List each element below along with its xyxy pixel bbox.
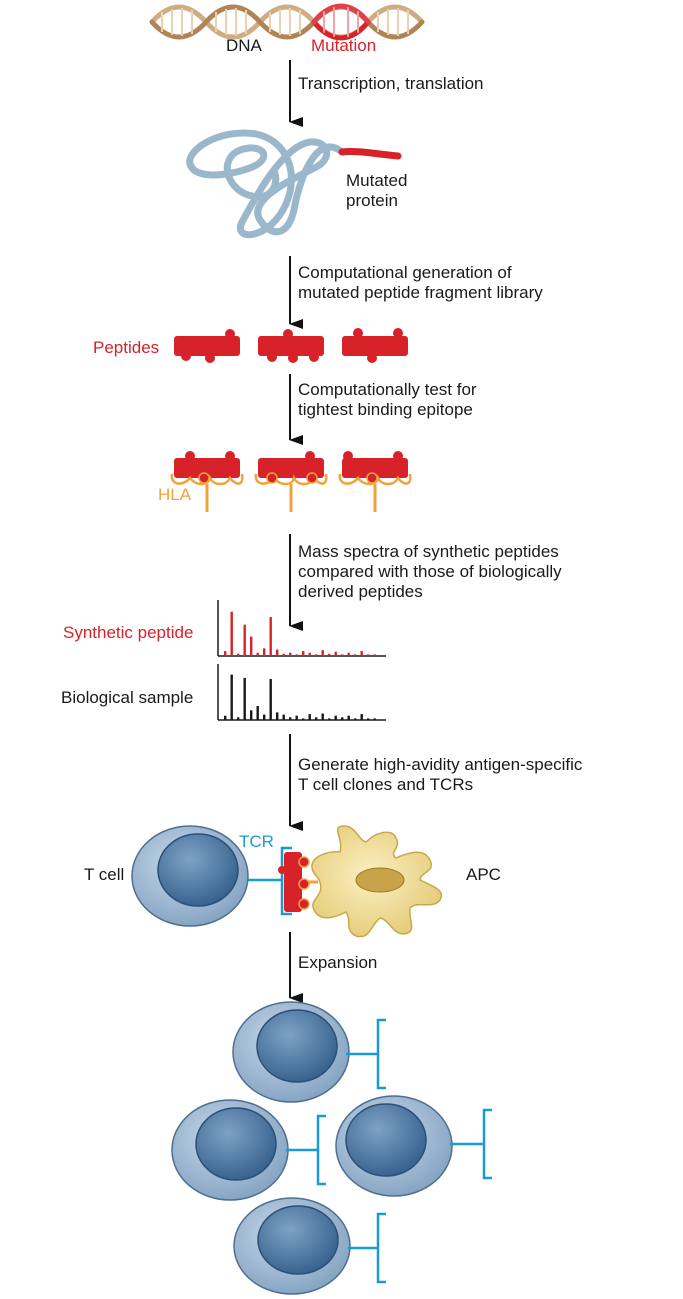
synthetic-spectrum-bar [347, 652, 350, 656]
biological-sample-label: Biological sample [61, 688, 194, 707]
synthetic-spectrum-bar [354, 654, 357, 656]
synthetic-spectrum-bar [269, 617, 272, 656]
synthetic-spectrum-bar [224, 651, 227, 656]
peptides-row [174, 328, 408, 363]
tcr-label: TCR [239, 832, 274, 851]
biological-spectrum-bar [302, 718, 305, 720]
expanded-t-cell-3 [335, 1095, 492, 1197]
biological-spectrum-bar [360, 714, 363, 720]
biological-spectrum-bar [328, 718, 331, 720]
t-cell-icon [131, 825, 249, 927]
biological-spectrum-bar [250, 710, 253, 720]
biological-spectrum-bar [289, 717, 292, 720]
synthetic-spectrum-bar [360, 651, 363, 656]
step-computational-1: Computational generation of [298, 263, 512, 282]
step-test-2: tightest binding epitope [298, 400, 473, 419]
synthetic-spectrum-chart [217, 600, 386, 657]
peptide-2 [258, 329, 324, 363]
step-mass-1: Mass spectra of synthetic peptides [298, 542, 559, 561]
mutation-label: Mutation [311, 36, 377, 55]
synthetic-spectrum-bar [328, 653, 331, 656]
peptides-label: Peptides [93, 338, 160, 357]
biological-spectrum-bar [373, 718, 376, 720]
apc-cell-icon [311, 825, 443, 938]
synthetic-spectrum-bar [256, 652, 259, 656]
step-transcription: Transcription, translation [298, 74, 484, 93]
peptide-hla-on-apc [278, 852, 318, 912]
step-expansion: Expansion [298, 953, 378, 972]
synthetic-spectrum-bar [308, 652, 311, 656]
biological-spectrum-bar [237, 717, 240, 720]
synthetic-spectrum-bar [373, 654, 376, 656]
synthetic-spectrum-bar [289, 652, 292, 656]
tcr-receptor [248, 846, 292, 916]
peptide-1 [174, 329, 240, 363]
hla-complex-3 [338, 451, 412, 512]
synthetic-spectrum-bar [282, 653, 285, 656]
biological-spectrum-bar [282, 714, 285, 720]
expanded-t-cell-1 [232, 1001, 386, 1103]
step-mass-2: compared with those of biologically [298, 562, 562, 581]
expanded-t-cell-4 [233, 1197, 386, 1295]
biological-spectrum-bar [315, 717, 318, 720]
synthetic-spectrum-bar [367, 654, 370, 656]
step-generate-1: Generate high-avidity antigen-specific [298, 755, 583, 774]
biological-spectrum-bar [308, 714, 311, 720]
dna-label: DNA [226, 36, 262, 55]
biological-spectrum-bar [263, 714, 266, 720]
hla-complexes [170, 451, 412, 512]
synthetic-spectrum-bar [321, 650, 324, 656]
biological-spectrum-bar [347, 715, 350, 720]
biological-spectrum-bar [321, 713, 324, 720]
hla-label: HLA [158, 485, 192, 504]
step-test-1: Computationally test for [298, 380, 477, 399]
synthetic-spectrum-bar [237, 653, 240, 656]
synthetic-peptide-label: Synthetic peptide [63, 623, 194, 642]
synthetic-spectrum-bar [230, 611, 233, 656]
synthetic-spectrum-bar [243, 624, 246, 656]
mutated-protein-label-2: protein [346, 191, 398, 210]
biological-spectrum-chart [217, 664, 386, 721]
mutated-protein-icon [186, 129, 402, 239]
mutation-segment [311, 3, 371, 41]
t-cell-label: T cell [84, 865, 125, 884]
hla-complex-1 [170, 451, 244, 512]
synthetic-spectrum-bar [263, 648, 266, 656]
apc-label: APC [466, 865, 501, 884]
synthetic-spectrum-bar [315, 654, 318, 656]
synthetic-spectrum-bar [276, 649, 279, 656]
biological-spectrum-bar [243, 677, 246, 720]
synthetic-spectrum-bar [302, 651, 305, 656]
biological-spectrum-bar [354, 718, 357, 720]
expanded-t-cell-2 [171, 1099, 326, 1201]
synthetic-spectrum-bar [334, 651, 337, 656]
step-generate-2: T cell clones and TCRs [298, 775, 474, 794]
biological-spectrum-bar [334, 715, 337, 720]
biological-spectrum-bar [341, 717, 344, 720]
dna-helix-icon [149, 3, 425, 41]
synthetic-spectrum-bar [341, 654, 344, 656]
biological-spectrum-bar [367, 718, 370, 720]
biological-spectrum-bar [256, 706, 259, 720]
peptide-3 [342, 328, 408, 363]
biological-spectrum-bar [295, 715, 298, 720]
step-mass-3: derived peptides [298, 582, 423, 601]
biological-spectrum-bar [230, 674, 233, 720]
step-computational-2: mutated peptide fragment library [298, 283, 543, 302]
biological-spectrum-bar [269, 679, 272, 720]
biological-spectrum-bar [224, 715, 227, 720]
hla-complex-2 [254, 451, 328, 512]
synthetic-spectrum-bar [295, 654, 298, 656]
mutated-protein-label-1: Mutated [346, 171, 408, 190]
biological-spectrum-bar [276, 712, 279, 720]
synthetic-spectrum-bar [250, 636, 253, 656]
expanded-t-cells [171, 1001, 492, 1295]
